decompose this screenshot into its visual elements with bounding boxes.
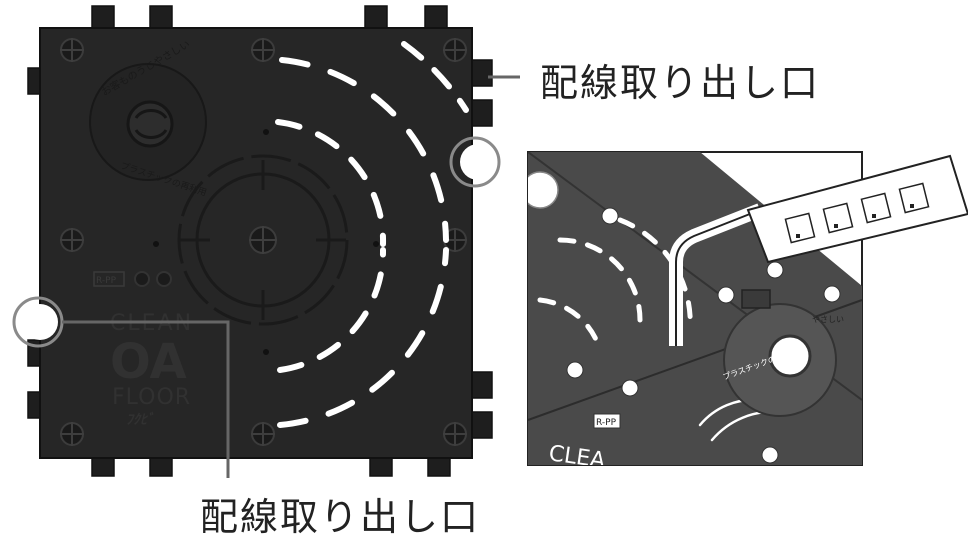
material-mark: R-PP: [93, 271, 172, 287]
svg-text:R-PP: R-PP: [96, 276, 117, 286]
left-wiring-notch: [22, 304, 58, 340]
svg-text:R-PP: R-PP: [596, 418, 617, 428]
svg-text:CLEA: CLEA: [547, 441, 607, 474]
oa-floor-panel: お客ものうじやさしい プラスチックの再利用 R-PP CLEAN OA FLOO…: [22, 5, 496, 477]
clean-oa-floor-mark: CLEAN OA FLOOR ﾌｸﾋﾞ: [110, 311, 191, 428]
detail-recycle-logo: プラスチックの再利用 やさしい: [721, 303, 844, 417]
svg-text:ﾌｸﾋﾞ: ﾌｸﾋﾞ: [126, 411, 154, 428]
right-wiring-notch: [460, 144, 496, 180]
wiring-slots: [275, 41, 469, 428]
recycle-logo: お客ものうじやさしい プラスチックの再利用: [89, 37, 208, 199]
callout-markers: [12, 75, 520, 478]
power-strip: [746, 154, 968, 264]
svg-text:やさしい: やさしい: [812, 315, 844, 324]
bottom-callout-label: 配線取り出し口: [200, 495, 481, 539]
svg-text:FLOOR: FLOOR: [112, 385, 191, 410]
detail-view: プラスチックの再利用 やさしい R-PP CLEA: [527, 151, 968, 474]
svg-text:OA: OA: [110, 334, 187, 390]
right-callout-label: 配線取り出し口: [540, 61, 821, 105]
